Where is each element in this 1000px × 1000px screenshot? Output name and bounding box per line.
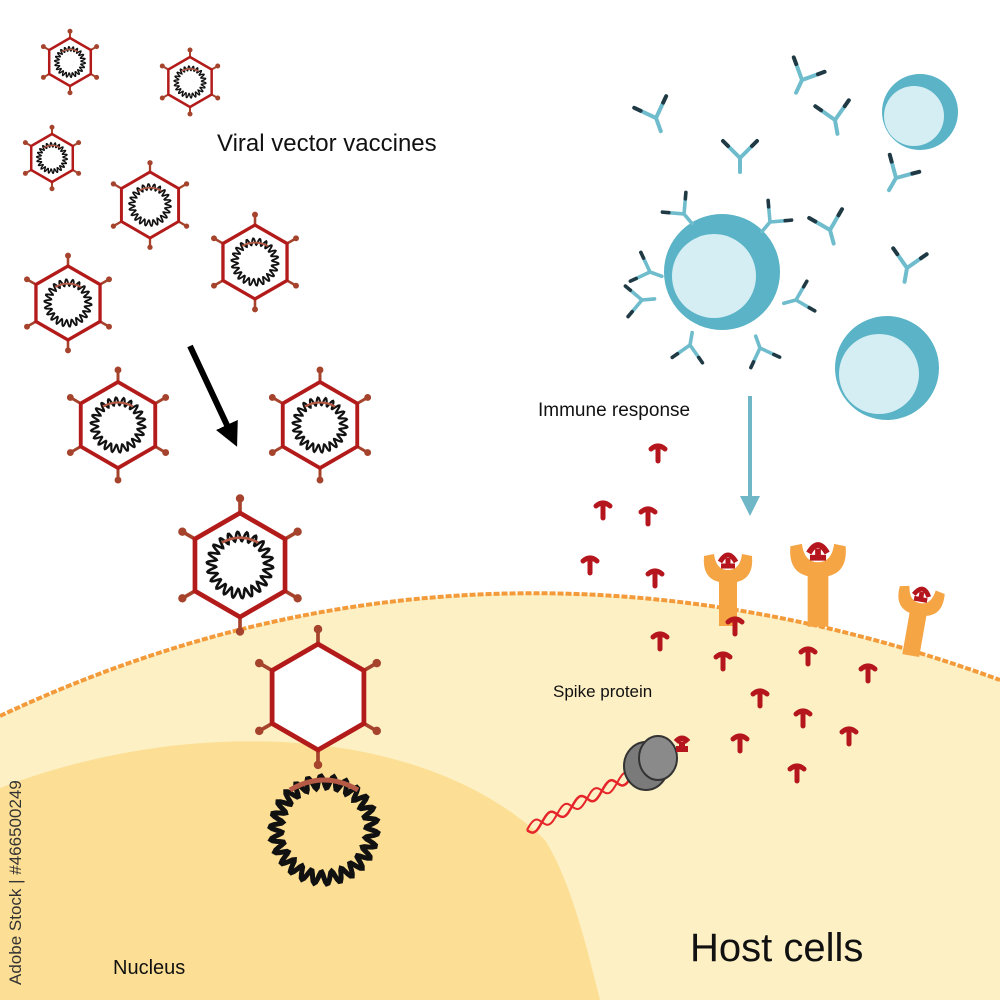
antibody-icon [782, 279, 817, 313]
antibody-icon [891, 246, 929, 284]
antibody-icon [807, 207, 845, 246]
spike-protein-icon [787, 763, 807, 784]
viral-vector-icon [22, 124, 82, 192]
stock-watermark: Adobe Stock | #466500249 [6, 755, 30, 985]
antibody-icon [660, 190, 694, 226]
spike-protein-icon [839, 726, 859, 747]
mrna-strand-icon [526, 771, 634, 834]
immune-response-label: Immune response [538, 400, 691, 421]
spike-protein-icon [593, 500, 613, 521]
spike-protein-label: Spike protein [553, 682, 653, 701]
immune-cell-icon [664, 214, 780, 330]
spike-protein-icon [713, 651, 733, 672]
ribosome-icon [623, 735, 678, 791]
viral-vector-icon [24, 252, 112, 354]
spike-protein-icon [580, 555, 600, 576]
spike-protein-icon [730, 733, 750, 754]
spike-proteins [580, 443, 878, 784]
antibody-icon [749, 334, 782, 370]
antibody-icon [760, 198, 794, 234]
spike-protein-icon [645, 568, 665, 589]
viral-vector-icon [66, 366, 170, 484]
viral-vector-icon [40, 28, 100, 96]
watermark-text: Adobe Stock | #466500249 [6, 780, 25, 985]
spike-protein-icon [638, 506, 658, 527]
entry-arrow [187, 344, 238, 447]
viral-vector-vaccines-label: Viral vector vaccines [217, 130, 437, 157]
immune-cell-icon [835, 316, 939, 420]
antibodies [623, 55, 929, 370]
cell-membrane [0, 591, 1000, 718]
spike-protein-icon [673, 735, 691, 752]
antibody-icon [887, 152, 922, 193]
viral-vector-icon [159, 47, 221, 117]
receptor-icon [703, 552, 753, 626]
receptors [703, 542, 945, 658]
antibody-icon [623, 284, 657, 319]
antibody-icon [813, 98, 851, 136]
spike-protein-icon [725, 616, 745, 637]
viral-vector-icon [255, 624, 381, 770]
spike-protein-icon [750, 688, 770, 709]
spike-protein-icon [858, 663, 878, 684]
spike-protein-icon [648, 443, 668, 464]
antibody-icon [791, 55, 827, 95]
antibody-icon [670, 330, 705, 365]
viral-vector-icon [211, 211, 299, 313]
viral-vector-icon [110, 160, 190, 250]
receptor-icon [790, 542, 846, 627]
antibody-icon [721, 139, 759, 174]
viral-dna-icon [267, 773, 381, 887]
spike-protein-icon [650, 631, 670, 652]
antibody-icon [632, 94, 669, 134]
spike-protein-icon [798, 646, 818, 667]
viral-vector-icon [178, 494, 302, 636]
viral-vectors [22, 28, 381, 887]
receptor-icon [898, 585, 945, 658]
host-cells-label: Host cells [690, 926, 864, 970]
viral-vector-icon [268, 366, 372, 484]
immune-cell-icon [882, 74, 958, 150]
nucleus-label: Nucleus [113, 957, 186, 979]
antibody-icon [628, 250, 664, 283]
immune-cells [664, 74, 958, 420]
spike-protein-icon [793, 708, 813, 729]
